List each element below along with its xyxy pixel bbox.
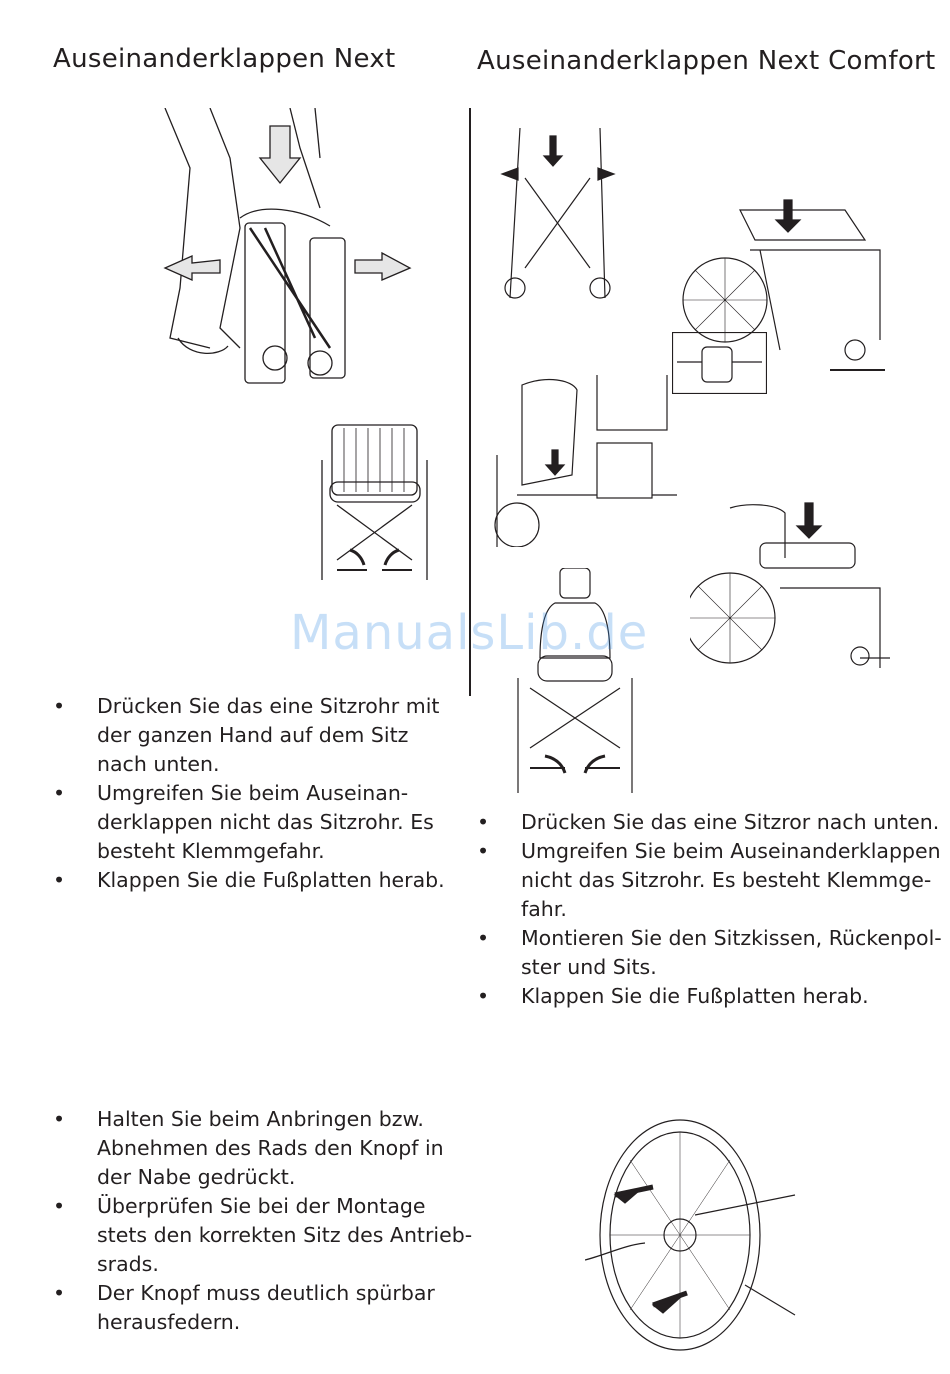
illustration-back-cushion [487,375,682,547]
list-item: •Klappen Sie die Fußplatten herab. [53,866,463,895]
bullet-icon: • [477,984,490,1008]
instruction-list-right: •Drücken Sie das eine Sitzror nach unten… [477,808,947,1011]
watermark: ManualsLib.de [290,605,649,661]
list-item: •Umgreifen Sie beim Auseinan-derklappen … [53,781,434,863]
bullet-icon: • [53,868,66,892]
bullet-icon: • [53,781,66,805]
illustration-seat-plate [680,190,895,400]
list-item: •Überprüfen Sie bei der Montage stets de… [53,1194,473,1276]
list-item: •Drücken Sie das eine Sitzrohr mit der g… [53,694,440,776]
bullet-icon: • [53,694,66,718]
bullet-icon: • [53,1107,66,1131]
list-item: •Umgreifen Sie beim Auseinanderklappen n… [477,839,941,921]
bullet-icon: • [53,1281,66,1305]
illustration-seat-cushion [690,498,895,678]
illustration-footplates-comfort [510,568,640,803]
heading-left: Auseinanderklappen Next [53,44,396,74]
illustration-wheel-removal [585,1095,805,1355]
column-divider [469,108,471,696]
illustration-clip-detail [672,332,767,394]
list-item: •Der Knopf muss deutlich spürbar herausf… [53,1281,435,1334]
bullet-icon: • [477,839,490,863]
instruction-list-left: •Drücken Sie das eine Sitzrohr mit der g… [53,692,463,895]
bullet-icon: • [477,810,490,834]
bullet-icon: • [477,926,490,950]
instruction-list-wheel: • Halten Sie beim Anbringen bzw. Abnehme… [53,1105,473,1337]
illustration-unfold-next [150,108,415,388]
list-item: • Halten Sie beim Anbringen bzw. Abnehme… [53,1107,444,1189]
illustration-unfold-comfort [490,128,620,318]
illustration-footplates-next [312,420,437,590]
list-item: •Montieren Sie den Sitzkissen, Rückenpol… [477,926,942,979]
list-item: •Drücken Sie das eine Sitzror nach unten… [477,808,947,837]
heading-right: Auseinanderklappen Next Comfort [477,46,936,76]
list-item: •Klappen Sie die Fußplatten herab. [477,982,947,1011]
bullet-icon: • [53,1194,66,1218]
